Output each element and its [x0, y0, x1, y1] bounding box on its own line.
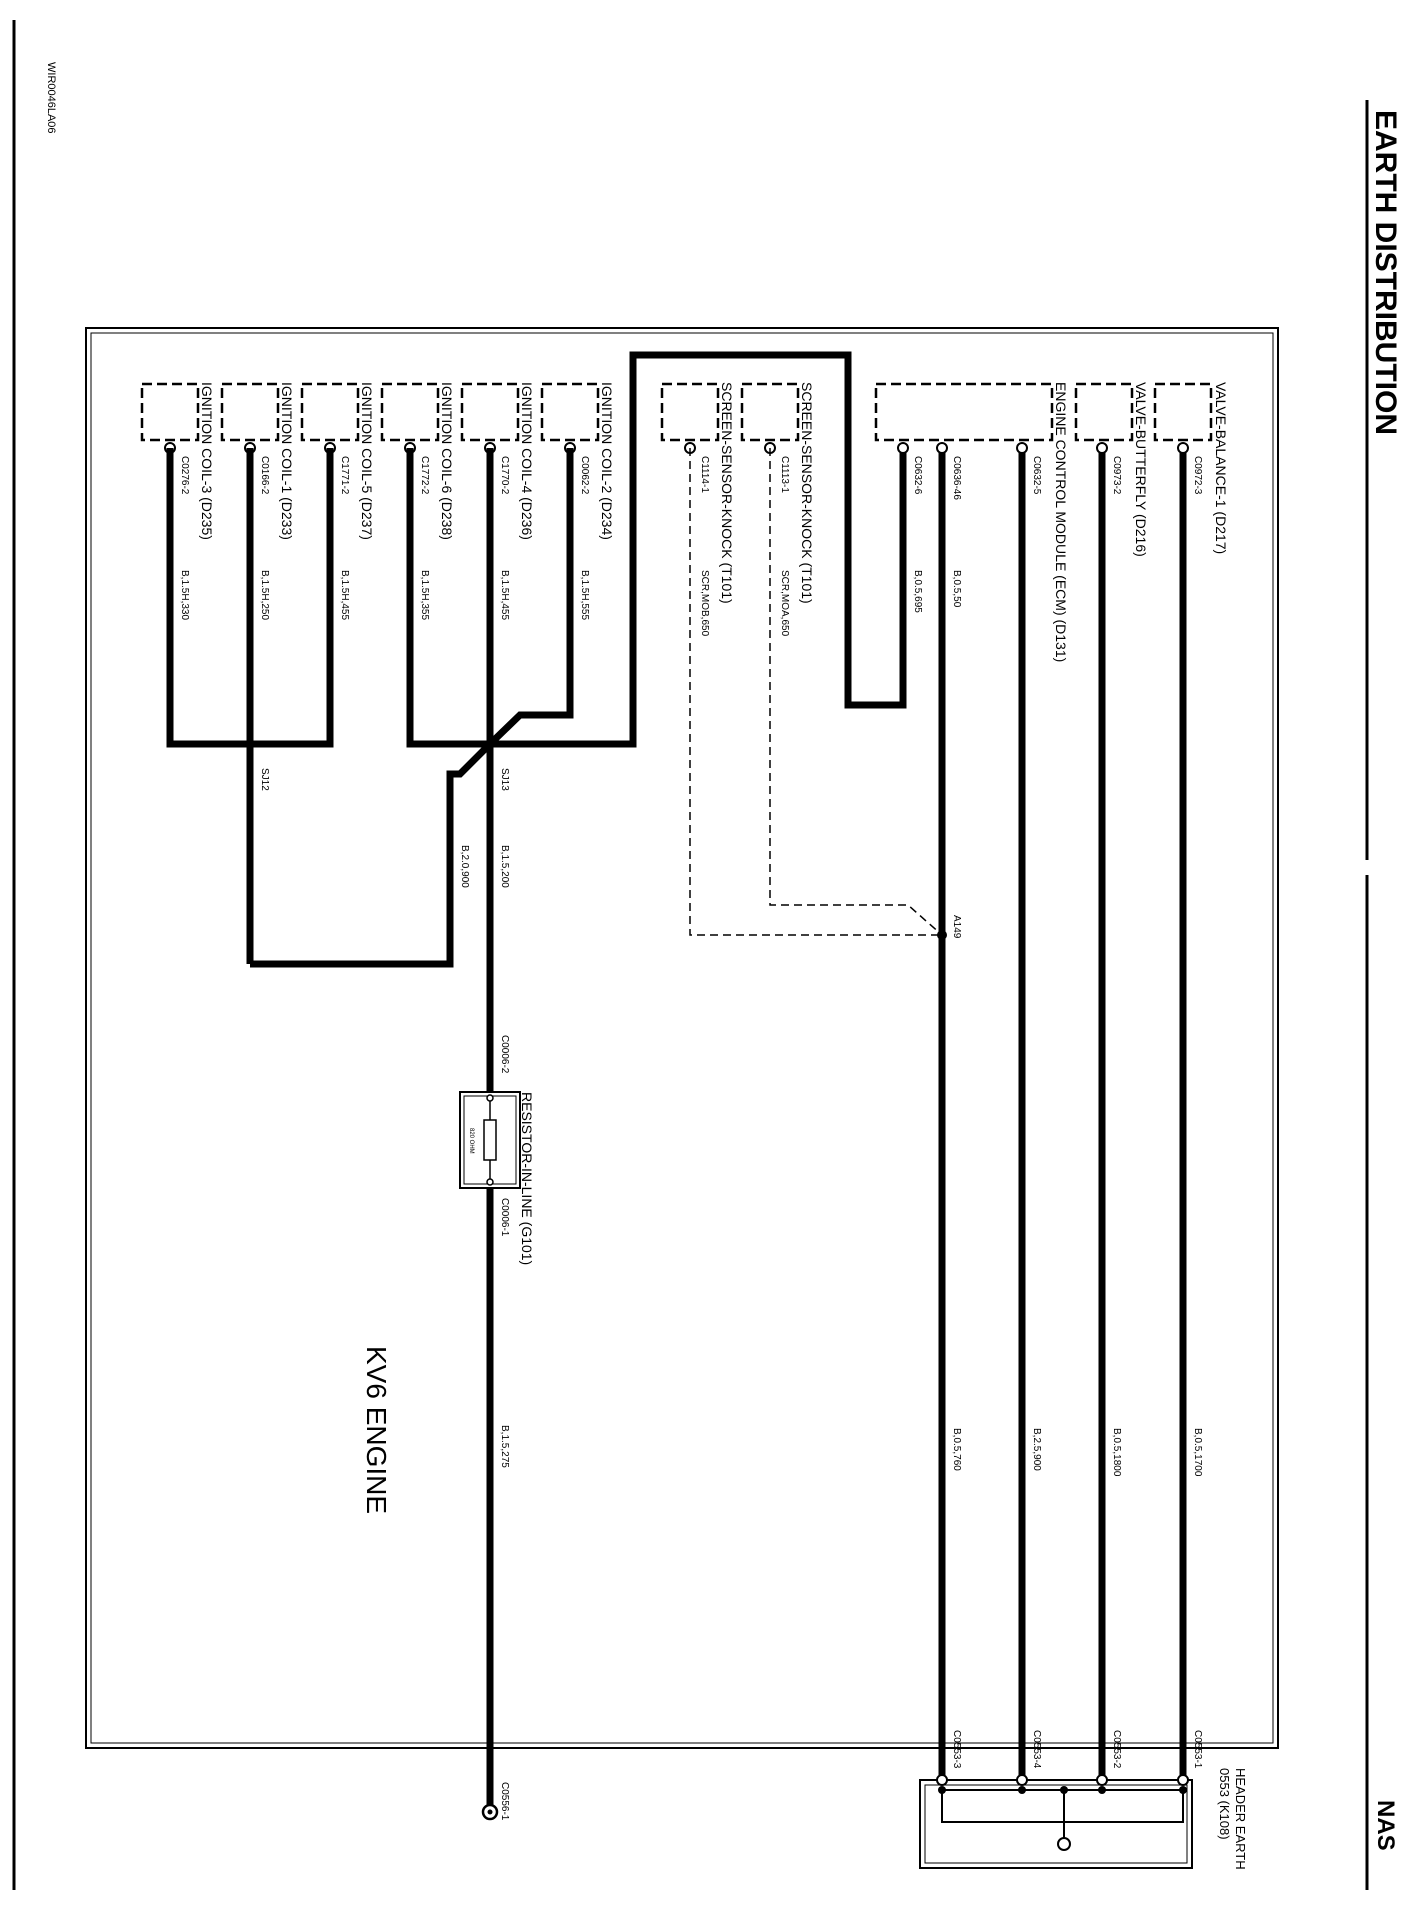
component-labels: VALVE-BALANCE-1 (D217) VALVE-BUTTERFLY (… — [199, 382, 1229, 662]
svg-text:C0632-5: C0632-5 — [1031, 456, 1042, 495]
svg-text:B,1.5H,555: B,1.5H,555 — [579, 570, 590, 620]
svg-text:ENGINE CONTROL MODULE (ECM) (D: ENGINE CONTROL MODULE (ECM) (D131) — [1053, 382, 1069, 662]
header-earth-label: HEADER EARTH — [1233, 1768, 1248, 1870]
svg-text:C0276-2: C0276-2 — [179, 456, 190, 495]
resistor-value: 820 OHM — [468, 1128, 474, 1154]
page-title: EARTH DISTRIBUTION — [1369, 110, 1402, 435]
connector-c0556-1: C0556-1 — [499, 1782, 510, 1821]
svg-text:SCR,MOB,650: SCR,MOB,650 — [699, 570, 710, 637]
svg-text:C0553-2: C0553-2 — [1111, 1730, 1122, 1769]
resistor-in-line — [459, 1091, 521, 1189]
header-earth-pins — [936, 1774, 1189, 1786]
svg-text:VALVE-BALANCE-1 (D217): VALVE-BALANCE-1 (D217) — [1213, 382, 1229, 554]
knock-screen-wires — [689, 448, 943, 936]
svg-text:IGNITION COIL-4 (D236): IGNITION COIL-4 (D236) — [519, 382, 535, 540]
svg-text:B,1.5H,455: B,1.5H,455 — [499, 570, 510, 620]
svg-text:SCREEN-SENSOR-KNOCK (T101): SCREEN-SENSOR-KNOCK (T101) — [799, 382, 815, 604]
diagram-frame — [85, 327, 1279, 1749]
splice-sj12: SJ12 — [259, 768, 270, 791]
svg-text:IGNITION COIL-3 (D235): IGNITION COIL-3 (D235) — [199, 382, 215, 540]
top-components — [140, 382, 1213, 442]
header-earth — [919, 1779, 1193, 1869]
svg-text:VALVE-BUTTERFLY (D216): VALVE-BUTTERFLY (D216) — [1133, 382, 1149, 557]
svg-text:IGNITION COIL-6 (D238): IGNITION COIL-6 (D238) — [439, 382, 455, 540]
svg-text:C0636-46: C0636-46 — [951, 456, 962, 500]
svg-text:B,0.5,1700: B,0.5,1700 — [1192, 1428, 1203, 1477]
svg-text:SCR,MOA,650: SCR,MOA,650 — [779, 570, 790, 637]
top-connector-labels: C0972-3 C0973-2 C0632-5 C0636-46 C0632-6… — [179, 456, 1203, 500]
svg-text:IGNITION COIL-1 (D233): IGNITION COIL-1 (D233) — [279, 382, 295, 540]
svg-text:C1772-2: C1772-2 — [419, 456, 430, 495]
engine-label: KV6 ENGINE — [361, 1346, 392, 1514]
svg-text:C1114-1: C1114-1 — [699, 456, 710, 493]
svg-text:B,0.5,1800: B,0.5,1800 — [1111, 1428, 1122, 1477]
svg-text:SCREEN-SENSOR-KNOCK (T101): SCREEN-SENSOR-KNOCK (T101) — [719, 382, 735, 604]
svg-text:C0632-6: C0632-6 — [912, 456, 923, 495]
resistor-label: RESISTOR-IN-LINE (G101) — [519, 1092, 535, 1265]
svg-text:B,1.5H,455: B,1.5H,455 — [339, 570, 350, 620]
splice-a149: A149 — [951, 915, 962, 939]
svg-text:B,0.5,760: B,0.5,760 — [951, 1428, 962, 1471]
svg-text:C1770-2: C1770-2 — [499, 456, 510, 495]
svg-text:B,2.5,900: B,2.5,900 — [1031, 1428, 1042, 1471]
svg-text:C0062-2: C0062-2 — [579, 456, 590, 495]
svg-text:C1113-1: C1113-1 — [779, 456, 790, 493]
wire-b20-900: B,2.0,900 — [459, 845, 470, 888]
svg-text:C0553-3: C0553-3 — [951, 1730, 962, 1769]
wire-b15-275: B,1.5,275 — [499, 1425, 510, 1468]
svg-text:IGNITION COIL-2 (D234): IGNITION COIL-2 (D234) — [599, 382, 615, 540]
svg-text:B,0.5,50: B,0.5,50 — [951, 570, 962, 608]
svg-text:B,1.5H,250: B,1.5H,250 — [259, 570, 270, 620]
wire-labels-upper: B,0.5,50 B,0.5,695 SCR,MOA,650 SCR,MOB,6… — [179, 570, 962, 637]
connector-c0006-2: C0006-2 — [499, 1035, 510, 1074]
wire-labels-lower: B,0.5,1700 B,0.5,1800 B,2.5,900 B,0.5,76… — [951, 1428, 1203, 1769]
svg-text:B,1.5H,330: B,1.5H,330 — [179, 570, 190, 620]
earth-wires — [410, 351, 1187, 1780]
svg-text:C1771-2: C1771-2 — [339, 456, 350, 495]
svg-text:IGNITION COIL-5 (D237): IGNITION COIL-5 (D237) — [359, 382, 375, 540]
svg-text:C0972-3: C0972-3 — [1192, 456, 1203, 495]
splice-a149-dot — [937, 930, 947, 940]
region-label: NAS — [1372, 1800, 1399, 1851]
connector-c0006-1: C0006-1 — [499, 1198, 510, 1237]
wire-b15-200: B,1.5,200 — [499, 845, 510, 888]
svg-text:C0973-2: C0973-2 — [1111, 456, 1122, 495]
header-earth-code: 0553 (K108) — [1217, 1768, 1232, 1840]
svg-text:B,0.5,695: B,0.5,695 — [912, 570, 923, 613]
svg-text:C0553-1: C0553-1 — [1192, 1730, 1203, 1769]
top-pins — [164, 442, 1189, 454]
doc-ref: WIR0046LA06 — [45, 62, 57, 134]
svg-text:C0553-4: C0553-4 — [1031, 1730, 1042, 1769]
svg-text:B,1.5H,355: B,1.5H,355 — [419, 570, 430, 620]
svg-text:C0166-2: C0166-2 — [259, 456, 270, 495]
splice-sj13: SJ13 — [499, 768, 510, 791]
